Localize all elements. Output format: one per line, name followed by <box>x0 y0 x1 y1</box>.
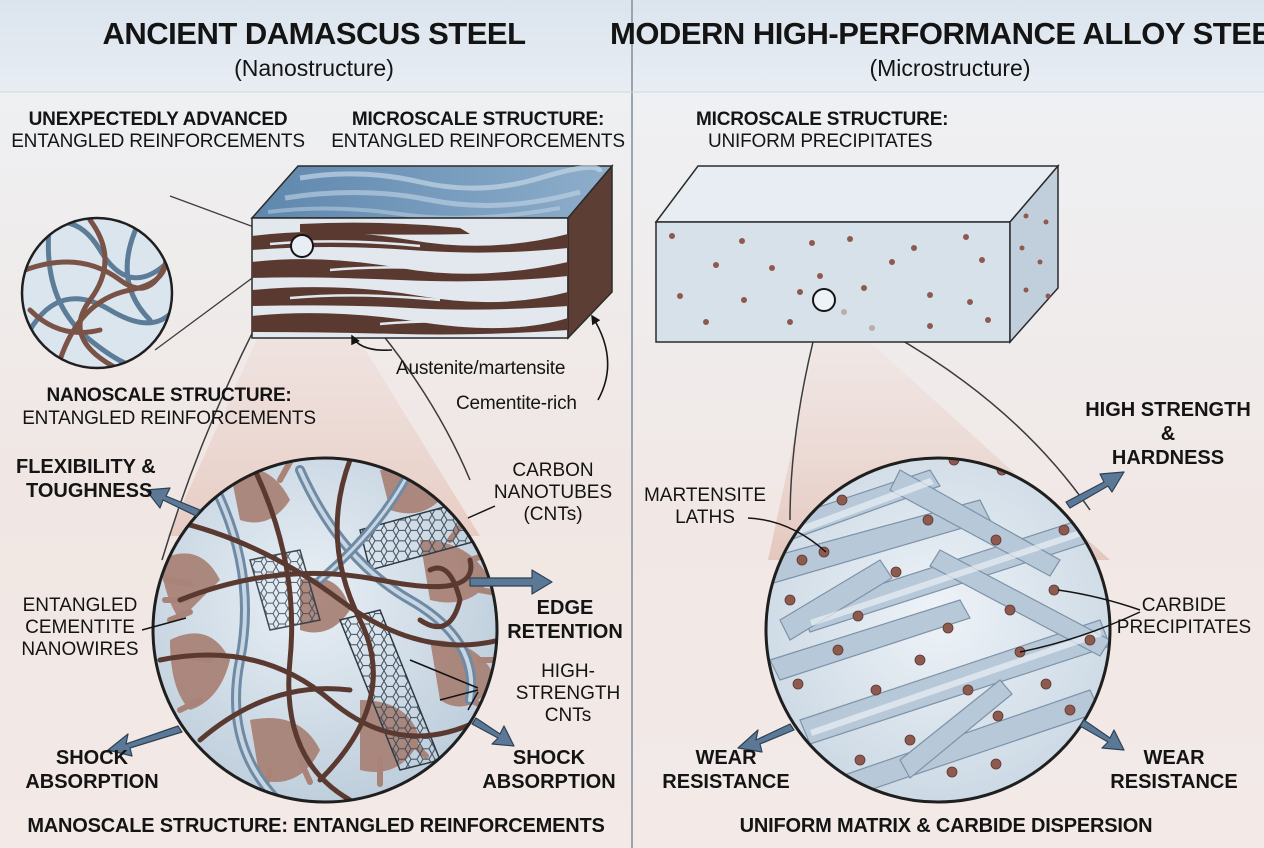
strength-label-line3: HARDNESS <box>1111 447 1225 469</box>
wear-right-line1: WEAR <box>1143 747 1205 769</box>
wear-right-line2: RESISTANCE <box>1110 771 1238 793</box>
nano-heading-line1: NANOSCALE STRUCTURE: <box>46 385 292 406</box>
right-micro-heading-line1: MICROSCALE STRUCTURE: <box>696 109 949 130</box>
strength-label-line2: & <box>1160 423 1176 445</box>
carbide-label-line1: CARBIDE <box>1141 595 1227 616</box>
shock-right-line1: SHOCK <box>512 747 586 769</box>
carbide-label-line2: PRECIPITATES <box>1116 617 1252 638</box>
high-strength-cnt-line1: HIGH- <box>541 661 595 682</box>
right-footer: UNIFORM MATRIX & CARBIDE DISPERSION <box>739 815 1153 837</box>
wear-left-line2: RESISTANCE <box>662 771 790 793</box>
flexibility-label-line2: TOUGHNESS <box>26 480 153 502</box>
right-title: MODERN HIGH-PERFORMANCE ALLOY STEEL <box>609 16 1264 51</box>
shock-right-line2: ABSORPTION <box>482 771 616 793</box>
cementite-rich-label: Cementite-rich <box>456 393 577 414</box>
inset-heading-line1: UNEXPECTEDLY ADVANCED <box>28 109 288 130</box>
martensite-circle <box>764 456 1112 804</box>
alloy-block <box>654 163 1060 344</box>
shock-left-line2: ABSORPTION <box>25 771 159 793</box>
cnt-label-line3: (CNTs) <box>523 504 583 525</box>
left-subtitle: (Nanostructure) <box>234 55 394 81</box>
edge-label-line1: EDGE <box>536 597 594 619</box>
high-strength-cnt-line2: STRENGTH <box>515 683 621 704</box>
micro-heading-line2: ENTANGLED REINFORCEMENTS <box>331 131 625 152</box>
right-micro-heading-line2: UNIFORM PRECIPITATES <box>708 131 933 152</box>
left-footer: MANOSCALE STRUCTURE: ENTANGLED REINFORCE… <box>27 815 605 837</box>
flexibility-label-line1: FLEXIBILITY & <box>16 456 156 478</box>
shock-left-line1: SHOCK <box>55 747 129 769</box>
strength-label-line1: HIGH STRENGTH <box>1085 399 1251 421</box>
damascus-block <box>250 163 614 340</box>
left-title: ANCIENT DAMASCUS STEEL <box>102 16 526 51</box>
micro-heading-line1: MICROSCALE STRUCTURE: <box>351 109 605 130</box>
cnt-label-line1: CARBON <box>512 460 594 481</box>
laths-label-line1: MARTENSITE <box>643 485 767 506</box>
laths-label-line2: LATHS <box>675 507 735 528</box>
cnt-label-line2: NANOTUBES <box>493 482 613 503</box>
nano-heading-line2: ENTANGLED REINFORCEMENTS <box>22 408 316 429</box>
nanowires-label-line2: CEMENTITE <box>25 617 135 638</box>
wear-left-line1: WEAR <box>695 747 757 769</box>
nanowires-label-line1: ENTANGLED <box>22 595 138 616</box>
high-strength-cnt-line3: CNTs <box>544 705 592 726</box>
entangled-inset-circle <box>20 216 174 370</box>
right-subtitle: (Microstructure) <box>869 55 1031 81</box>
nanowires-label-line3: NANOWIRES <box>21 639 139 660</box>
inset-heading-line2: ENTANGLED REINFORCEMENTS <box>11 131 305 152</box>
edge-label-line2: RETENTION <box>507 621 623 643</box>
austenite-label: Austenite/martensite <box>396 358 566 379</box>
